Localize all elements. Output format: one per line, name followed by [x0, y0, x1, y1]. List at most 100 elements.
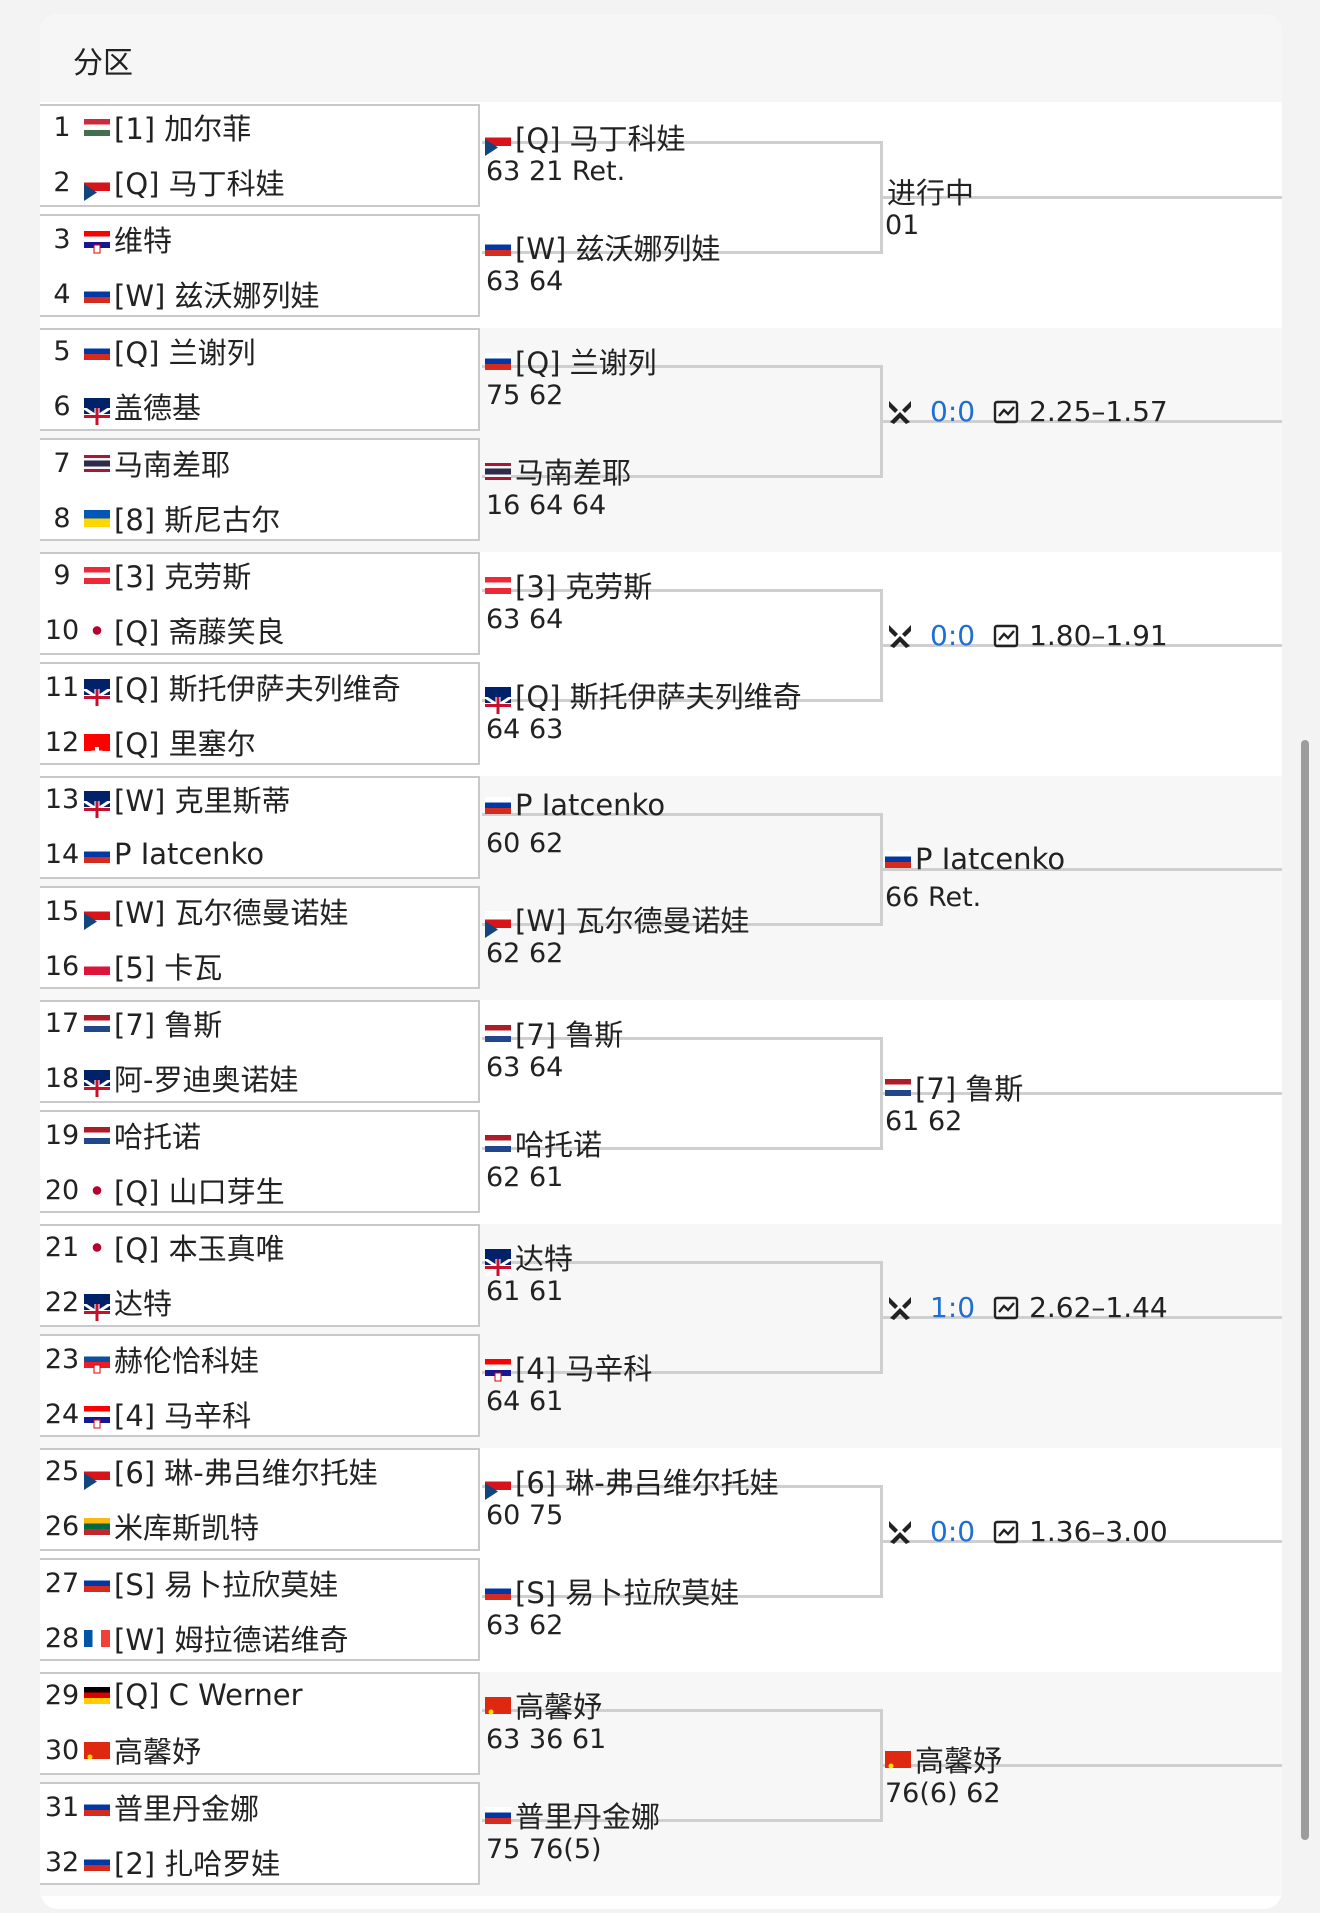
vertical-scrollbar[interactable]	[1301, 740, 1309, 1840]
player-name[interactable]: 维特	[114, 224, 173, 258]
first-round-match[interactable]	[40, 1110, 480, 1213]
player-name[interactable]: 高馨妤	[114, 1735, 202, 1769]
player-name[interactable]: 达特	[114, 1287, 173, 1321]
player-name[interactable]: 普里丹金娜	[515, 1800, 661, 1834]
second-round-player[interactable]: [S] 易卜拉欣莫娃	[485, 1570, 739, 1612]
player-name[interactable]: [8] 斯尼古尔	[114, 503, 281, 537]
first-round-match[interactable]	[40, 662, 480, 765]
player-name[interactable]: [S] 易卜拉欣莫娃	[114, 1568, 339, 1602]
second-round-player[interactable]: 普里丹金娜	[485, 1794, 660, 1836]
draw-row[interactable]: 6 盖德基	[40, 381, 201, 431]
player-name[interactable]: [Q] 斯托伊萨夫列维奇	[114, 672, 401, 706]
player-name[interactable]: [1] 加尔菲	[114, 112, 252, 146]
draw-row[interactable]: 31 普里丹金娜	[40, 1782, 259, 1832]
second-round-player[interactable]: [W] 兹沃娜列娃	[485, 226, 721, 268]
player-name[interactable]: [7] 鲁斯	[515, 1018, 624, 1052]
second-round-player[interactable]: 哈托诺	[485, 1122, 602, 1164]
draw-row[interactable]: 3 维特	[40, 214, 172, 264]
player-name[interactable]: 高馨妤	[515, 1690, 603, 1724]
player-name[interactable]: [Q] 兰谢列	[114, 336, 256, 370]
first-round-match[interactable]	[40, 1782, 480, 1885]
player-name[interactable]: 哈托诺	[515, 1128, 603, 1162]
player-name[interactable]: [3] 克劳斯	[114, 560, 252, 594]
player-name[interactable]: [3] 克劳斯	[515, 570, 653, 604]
draw-row[interactable]: 4[W] 兹沃娜列娃	[40, 269, 320, 319]
player-name[interactable]: [Q] 斋藤笑良	[114, 615, 285, 649]
player-name[interactable]: [Q] 山口芽生	[114, 1175, 285, 1209]
player-name[interactable]: 米库斯凯特	[114, 1511, 260, 1545]
draw-row[interactable]: 1[1] 加尔菲	[40, 102, 251, 152]
second-round-player[interactable]: [3] 克劳斯	[485, 564, 652, 606]
player-name[interactable]: [5] 卡瓦	[114, 951, 223, 985]
draw-row[interactable]: 32[2] 扎哈罗娃	[40, 1837, 281, 1887]
third-round-player[interactable]: P Iatcenko	[885, 842, 1065, 876]
player-name[interactable]: [6] 琳-弗吕维尔托娃	[114, 1456, 378, 1490]
first-round-match[interactable]	[40, 1448, 480, 1551]
player-name[interactable]: [Q] 里塞尔	[114, 727, 256, 761]
player-name[interactable]: [W] 兹沃娜列娃	[114, 279, 320, 313]
draw-row[interactable]: 13[W] 克里斯蒂	[40, 774, 291, 824]
third-round-player[interactable]: 高馨妤	[885, 1738, 1002, 1780]
third-round-player[interactable]: 进行中	[885, 170, 974, 212]
player-name[interactable]: P Iatcenko	[515, 788, 666, 822]
draw-row[interactable]: 9[3] 克劳斯	[40, 550, 251, 600]
player-name[interactable]: [W] 瓦尔德曼诺娃	[114, 896, 349, 930]
player-name[interactable]: 盖德基	[114, 391, 202, 425]
draw-row[interactable]: 11[Q] 斯托伊萨夫列维奇	[40, 662, 401, 712]
draw-row[interactable]: 2[Q] 马丁科娃	[40, 157, 285, 207]
player-name[interactable]: [W] 瓦尔德曼诺娃	[515, 904, 750, 938]
draw-row[interactable]: 27[S] 易卜拉欣莫娃	[40, 1558, 338, 1608]
player-name[interactable]: [S] 易卜拉欣莫娃	[515, 1576, 740, 1610]
player-name[interactable]: 进行中	[887, 176, 975, 210]
player-name[interactable]: 阿-罗迪奥诺娃	[114, 1063, 299, 1097]
player-name[interactable]: [Q] 兰谢列	[515, 346, 657, 380]
first-round-match[interactable]	[40, 552, 480, 655]
draw-row[interactable]: 26 米库斯凯特	[40, 1501, 259, 1551]
draw-row[interactable]: 23 赫伦恰科娃	[40, 1334, 259, 1384]
first-round-match[interactable]	[40, 776, 480, 879]
draw-row[interactable]: 12[Q] 里塞尔	[40, 717, 256, 767]
draw-row[interactable]: 29[Q] C Werner	[40, 1670, 303, 1720]
first-round-match[interactable]	[40, 214, 480, 317]
player-name[interactable]: 达特	[515, 1242, 574, 1276]
second-round-player[interactable]: [W] 瓦尔德曼诺娃	[485, 898, 750, 940]
player-name[interactable]: 普里丹金娜	[114, 1792, 260, 1826]
first-round-match[interactable]	[40, 104, 480, 207]
first-round-match[interactable]	[40, 1672, 480, 1775]
player-name[interactable]: P Iatcenko	[114, 837, 265, 871]
head-to-head-record[interactable]: 1:0	[930, 1291, 976, 1324]
player-name[interactable]: [Q] C Werner	[114, 1678, 303, 1712]
draw-row[interactable]: 21[Q] 本玉真唯	[40, 1222, 285, 1272]
draw-row[interactable]: 22 达特	[40, 1277, 172, 1327]
draw-row[interactable]: 17[7] 鲁斯	[40, 998, 223, 1048]
player-name[interactable]: 高馨妤	[915, 1744, 1003, 1778]
player-name[interactable]: [6] 琳-弗吕维尔托娃	[515, 1466, 779, 1500]
second-round-player[interactable]: [Q] 兰谢列	[485, 340, 657, 382]
player-name[interactable]: [W] 克里斯蒂	[114, 784, 291, 818]
draw-row[interactable]: 7 马南差耶	[40, 438, 230, 488]
player-name[interactable]: 赫伦恰科娃	[114, 1344, 260, 1378]
second-round-player[interactable]: P Iatcenko	[485, 788, 665, 822]
second-round-player[interactable]: [7] 鲁斯	[485, 1012, 623, 1054]
first-round-match[interactable]	[40, 886, 480, 989]
draw-row[interactable]: 5[Q] 兰谢列	[40, 326, 256, 376]
player-name[interactable]: [Q] 马丁科娃	[114, 167, 285, 201]
player-name[interactable]: 马南差耶	[114, 448, 231, 482]
player-name[interactable]: [2] 扎哈罗娃	[114, 1847, 281, 1881]
second-round-player[interactable]: [Q] 斯托伊萨夫列维奇	[484, 674, 802, 716]
player-name[interactable]: [7] 鲁斯	[114, 1008, 223, 1042]
first-round-match[interactable]	[40, 1224, 480, 1327]
third-round-player[interactable]: [7] 鲁斯	[885, 1066, 1023, 1108]
draw-row[interactable]: 8[8] 斯尼古尔	[40, 493, 280, 543]
player-name[interactable]: 马南差耶	[515, 456, 632, 490]
player-name[interactable]: P Iatcenko	[915, 842, 1066, 876]
second-round-player[interactable]: [6] 琳-弗吕维尔托娃	[485, 1460, 779, 1502]
head-to-head-record[interactable]: 0:0	[930, 395, 976, 428]
player-name[interactable]: [W] 姆拉德诺维奇	[114, 1623, 349, 1657]
player-name[interactable]: 哈托诺	[114, 1120, 202, 1154]
first-round-match[interactable]	[40, 1000, 480, 1103]
draw-row[interactable]: 24[4] 马辛科	[40, 1389, 252, 1439]
draw-row[interactable]: 18 阿-罗迪奥诺娃	[40, 1053, 298, 1103]
